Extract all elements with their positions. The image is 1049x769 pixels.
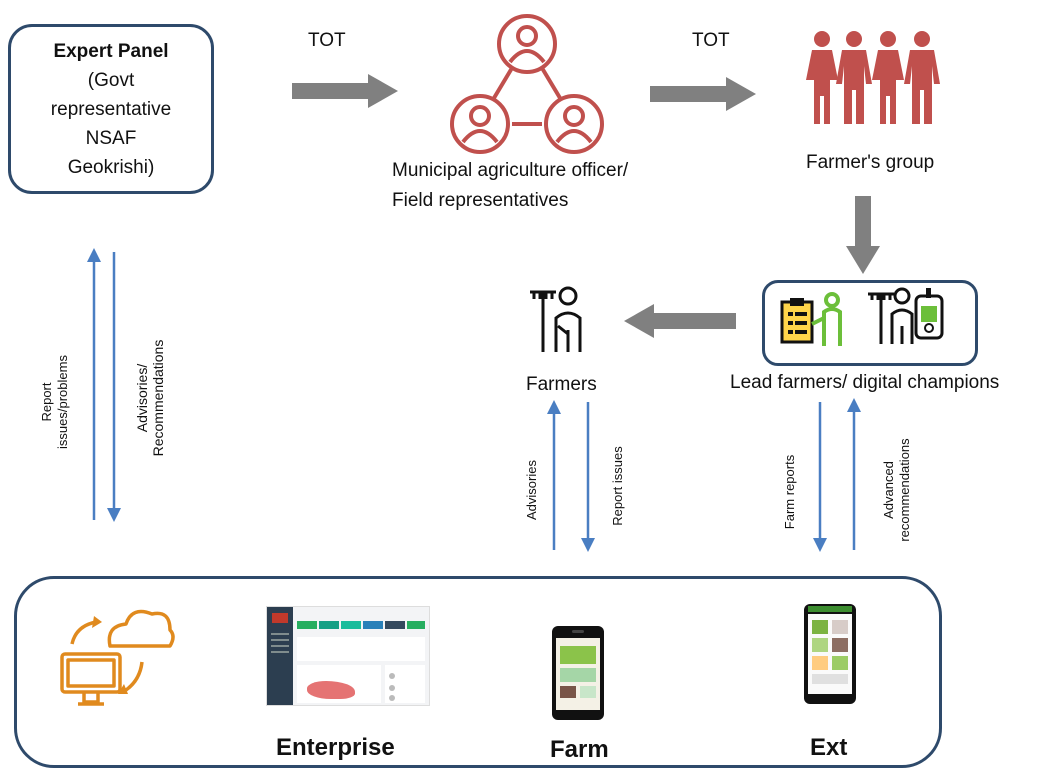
farm-app-phone-image xyxy=(552,626,604,720)
blue-arrow-report-issues-down xyxy=(581,402,595,552)
expert-panel-line-1: (Govt xyxy=(87,70,135,91)
enterprise-label: Enterprise xyxy=(276,734,395,761)
farmers-label: Farmers xyxy=(526,374,597,395)
ext-label: Ext xyxy=(810,734,848,761)
grey-arrow-lead-to-farmers xyxy=(624,304,736,338)
tot-label-1: TOT xyxy=(308,30,346,51)
lead-farmers-label: Lead farmers/ digital champions xyxy=(730,372,1000,393)
blue-arrow-farm-reports-down xyxy=(813,402,827,552)
farmer-icon xyxy=(530,286,582,352)
report-issues-label: Report issues xyxy=(610,446,625,526)
farm-label: Farm xyxy=(550,736,609,763)
advisories-label: Advisories xyxy=(524,460,539,520)
blue-arrow-advanced-up xyxy=(847,398,861,550)
clipboard-person-icon xyxy=(780,292,842,346)
municipal-officer-label-1: Municipal agriculture officer/ xyxy=(392,160,629,181)
grey-arrow-group-to-lead xyxy=(846,196,880,274)
municipal-officer-label-2: Field representatives xyxy=(392,190,569,211)
advisories-recommendations-label: Advisories/ Recommendations xyxy=(134,339,166,457)
tot-label-2: TOT xyxy=(692,30,730,51)
platforms-box xyxy=(14,576,942,768)
farmers-group-icon xyxy=(806,31,940,124)
farmers-group-label: Farmer's group xyxy=(806,152,935,173)
blue-arrow-advisories-up xyxy=(547,400,561,550)
ext-app-phone-image xyxy=(804,604,856,704)
expert-panel-line-3: NSAF xyxy=(85,128,137,149)
blue-arrow-advisories-down-left xyxy=(107,252,121,522)
expert-panel-line-2: representative xyxy=(50,99,172,120)
enterprise-dashboard-image xyxy=(266,606,430,706)
expert-panel-box: Expert Panel (Govt representative NSAF G… xyxy=(8,24,214,194)
computer-cloud-sync-icon xyxy=(60,609,175,706)
officer-network-icon xyxy=(450,14,604,154)
expert-panel-line-4: Geokrishi) xyxy=(67,157,155,178)
grey-arrow-municipal-to-group xyxy=(650,77,756,111)
blue-arrow-report-up-left xyxy=(87,248,101,520)
farmer-with-phone-icon xyxy=(868,287,944,344)
expert-panel-title: Expert Panel xyxy=(53,41,169,62)
advanced-recommendations-label: Advanced recommendations xyxy=(881,438,912,542)
grey-arrow-expert-to-municipal xyxy=(292,74,398,108)
farm-reports-label: Farm reports xyxy=(782,454,797,530)
report-issues-problems-label: Report issues/problems xyxy=(39,355,70,449)
